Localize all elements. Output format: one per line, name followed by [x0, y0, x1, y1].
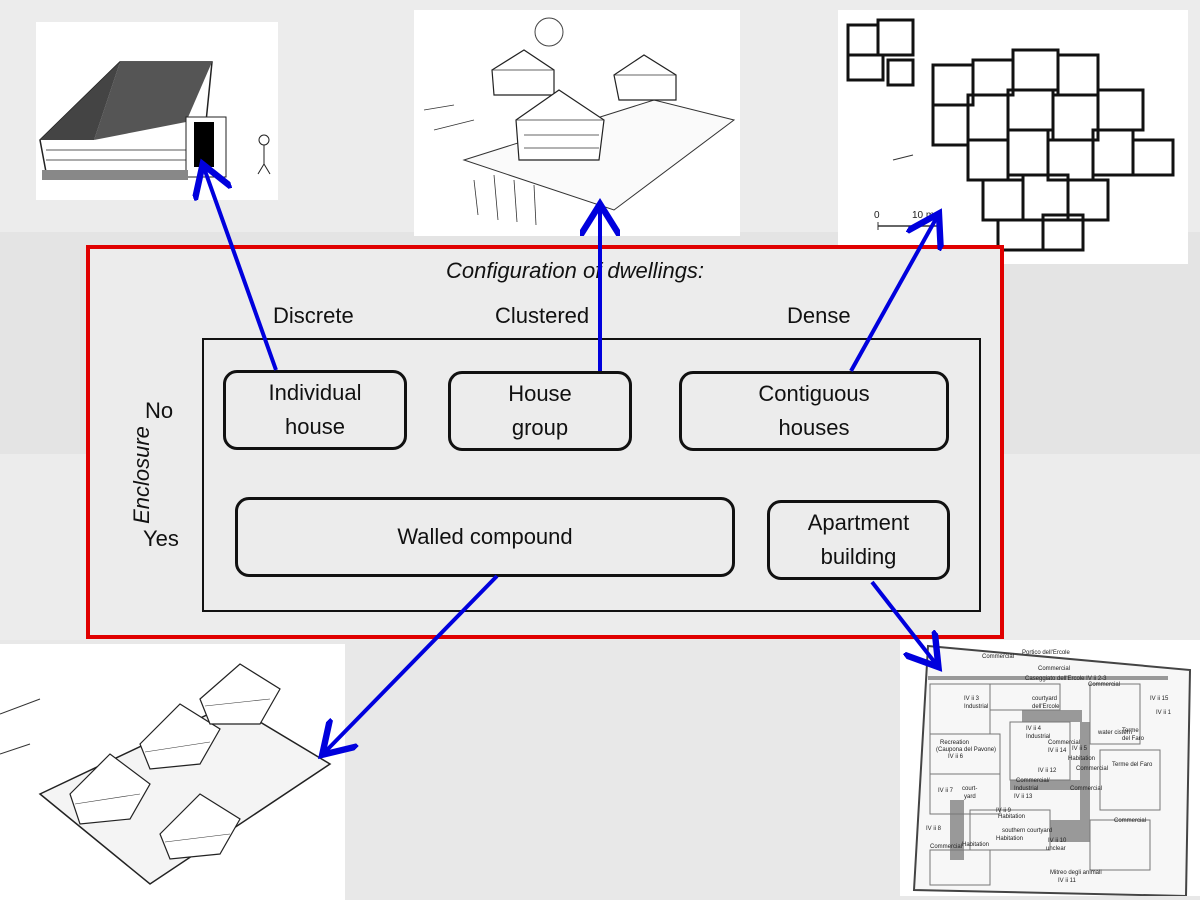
plan-label: Commercial/: [1016, 778, 1050, 784]
scale-bar-zero: 0: [874, 210, 880, 221]
plan-label: IV ii 9: [996, 808, 1012, 814]
plan-label: IV ii 15: [1150, 696, 1169, 702]
plan-label: Industrial: [1014, 786, 1038, 792]
row-header-yes: Yes: [143, 526, 179, 551]
plan-label: Terme: [1122, 728, 1139, 734]
row-header-no: No: [145, 398, 174, 423]
plan-label: Habitation: [996, 836, 1023, 842]
plan-label: IV ii 13: [1014, 794, 1033, 800]
walled-compound-box: Walled compound: [235, 497, 735, 577]
plan-label: (Caupona del Pavone): [936, 747, 996, 753]
house-group-box: House group: [448, 371, 632, 451]
plan-label: Industrial: [1026, 734, 1050, 740]
illustration-contiguous-houses: 0 10 m: [838, 10, 1188, 264]
plan-label: unclear: [1046, 846, 1066, 852]
plan-label: yard: [964, 794, 976, 800]
plan-label: IV ii 3: [964, 696, 980, 702]
plan-label: IV ii 8: [926, 826, 942, 832]
illustration-house-group: [414, 10, 740, 236]
contiguous-plan-drawing: 0 10 m: [846, 18, 1175, 252]
plan-label: Commercial: [982, 654, 1014, 660]
plan-label: Commercial: [1088, 682, 1120, 688]
plan-label: IV ii 5: [1072, 746, 1088, 752]
row-axis-label: Enclosure: [129, 426, 154, 524]
longhouse-drawing: [39, 61, 271, 180]
plan-label: Commercial: [1076, 766, 1108, 772]
column-header-discrete: Discrete: [273, 303, 354, 328]
plan-label: Mitreo degli animali: [1050, 870, 1102, 876]
individual-house-box: Individual house: [223, 370, 407, 450]
plan-label: IV ii 4: [1026, 726, 1042, 732]
illustration-walled-compound: [0, 644, 345, 900]
plan-label: water cistern: [1097, 730, 1132, 736]
column-header-dense: Dense: [787, 303, 851, 328]
plan-label: IV ii 14: [1048, 748, 1067, 754]
plan-label: Commercial: [1038, 666, 1070, 672]
plan-label: Commercial: [930, 844, 962, 850]
plan-label: Portico dell'Ercole: [1022, 650, 1070, 656]
plan-label: IV ii 12: [1038, 768, 1057, 774]
plan-label: southern courtyard: [1002, 828, 1052, 834]
plan-label: court-: [962, 786, 977, 792]
house-group-drawing: [423, 17, 736, 226]
contiguous-houses-box: Contiguous houses: [679, 371, 949, 451]
plan-label: IV ii 6: [948, 754, 964, 760]
plan-label: del Faro: [1122, 736, 1145, 742]
walled-compound-drawing: [0, 663, 332, 885]
plan-label: Caseggiato dell'Ercole IV ii 2-3: [1025, 676, 1107, 682]
plan-label: dell'Ercole: [1032, 704, 1060, 710]
diagram-title: Configuration of dwellings:: [446, 258, 705, 283]
apartment-building-box: Apartment building: [767, 500, 950, 580]
plan-label: Recreation: [940, 740, 969, 746]
column-header-clustered: Clustered: [495, 303, 590, 328]
plan-label: Habitation: [962, 842, 989, 848]
plan-label: Habitation: [998, 814, 1025, 820]
plan-label: IV ii 10: [1048, 838, 1067, 844]
illustration-individual-house: [36, 22, 278, 200]
plan-label: IV ii 1: [1156, 710, 1172, 716]
plan-label: Terme del Faro: [1112, 762, 1153, 768]
plan-label: courtyard: [1032, 696, 1057, 702]
plan-label: Commercial: [1070, 786, 1102, 792]
plan-label: Habitation: [1068, 756, 1095, 762]
plan-label: IV ii 7: [938, 788, 954, 794]
plan-label: Commercial: [1114, 818, 1146, 824]
plan-label: Industrial: [964, 704, 988, 710]
plan-label: Commercial: [1048, 740, 1080, 746]
plan-label: IV ii 11: [1058, 878, 1077, 884]
scale-bar-ten: 10 m: [912, 210, 934, 221]
